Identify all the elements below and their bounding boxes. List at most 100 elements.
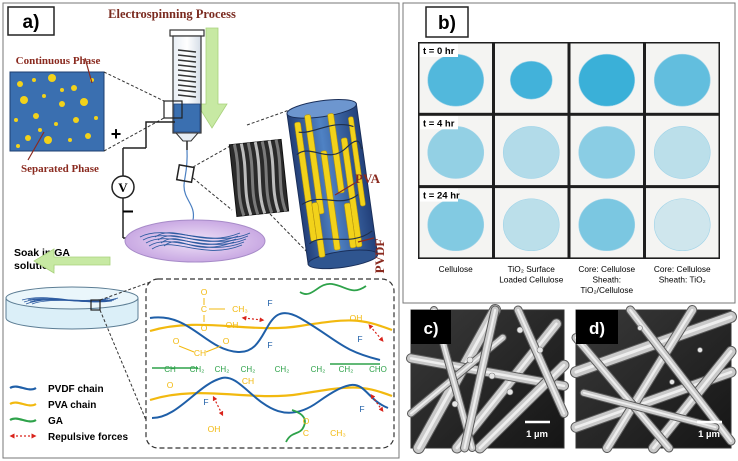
column-label: Cellulose <box>439 264 474 274</box>
zoom-line-upper <box>103 71 165 102</box>
pva-pointer <box>334 182 356 196</box>
continuous-phase-label: Continuous Phase <box>16 55 101 67</box>
cell-background <box>495 188 568 258</box>
stain-cell <box>646 188 719 258</box>
lower-acetate-ch3: CH₃ <box>330 428 346 438</box>
scale-label-c: 1 µm <box>526 429 548 440</box>
sem-fibers-d <box>570 305 737 454</box>
separated-pointer <box>27 131 45 161</box>
droplet <box>32 78 36 82</box>
dye-stain <box>578 53 636 107</box>
spring-coil <box>177 94 197 98</box>
legend-item: PVDF chain <box>9 384 104 395</box>
panel-b-tag-box <box>425 6 469 38</box>
pva-domain <box>344 202 357 249</box>
syringe-zoom-box <box>163 100 183 119</box>
droplet <box>60 88 64 92</box>
dye-stain <box>502 126 560 179</box>
panel-d-label: d) <box>589 319 605 338</box>
minus-sign: – <box>122 200 133 222</box>
ga-crosslink-atom-5: CH₂ <box>311 365 326 374</box>
pvdf-chains <box>296 124 373 245</box>
legend-label: PVDF chain <box>48 384 104 395</box>
acetal-o-right: O <box>223 336 230 346</box>
droplet <box>16 144 20 148</box>
dish-zoom-box <box>90 299 101 311</box>
droplet <box>59 101 65 107</box>
repulsive-force-arrow <box>241 315 265 323</box>
f-upper: F <box>267 298 272 308</box>
droplet <box>68 138 72 142</box>
f-upper-right: F <box>357 334 362 344</box>
sem-fiber-highlight <box>574 336 671 450</box>
sem-texture-line <box>260 140 274 214</box>
droplet <box>94 116 98 120</box>
ga-chain-top <box>299 283 367 295</box>
pvdf-chain <box>301 194 359 205</box>
droplet <box>14 118 18 122</box>
time-label-bg <box>420 116 458 130</box>
legend-item: Repulsive forces <box>9 432 128 443</box>
dye-stain <box>427 53 485 107</box>
pva-domain <box>340 137 363 248</box>
stain-cell <box>570 115 643 186</box>
panel-a-label: a) <box>23 12 40 33</box>
mesh-fiber <box>151 244 243 251</box>
droplet <box>71 85 77 91</box>
panel-a-tag-box <box>7 6 55 36</box>
tio2-particle <box>536 346 544 354</box>
droplet <box>85 133 91 139</box>
spring-coil <box>177 59 197 63</box>
acetate-ester-o: O <box>201 323 208 333</box>
pvdf-chain-lower <box>151 376 389 419</box>
droplet <box>38 128 42 132</box>
ga-crosslink-atom-6: CH₂ <box>339 365 354 374</box>
ga-crosslink-atom-7: CHO <box>369 365 387 374</box>
lower-acetate-c: C <box>303 428 309 438</box>
acetate-o: O <box>201 287 208 297</box>
droplet <box>44 136 52 144</box>
acetate-c: C <box>201 304 207 314</box>
legend-swatch <box>9 401 37 407</box>
spring-coil <box>177 89 197 93</box>
crosslink-o-lower: O <box>167 380 174 390</box>
dye-stain <box>653 53 711 107</box>
ga-crosslink-atom-1: CH₂ <box>190 365 205 374</box>
separated-phase-label: Separated Phase <box>21 163 99 175</box>
emulsion-box <box>9 71 105 152</box>
continuous-pointer <box>84 57 93 84</box>
f-mid: F <box>267 340 272 350</box>
acetal-ch: CH <box>194 348 206 358</box>
separated-phase-droplets <box>14 74 98 148</box>
spring-coil <box>177 84 197 88</box>
lower-acetate-o: O <box>303 416 310 426</box>
spring-coil <box>177 79 197 83</box>
mesh-fiber <box>163 241 235 248</box>
column-label: Core: Cellulose <box>654 264 711 274</box>
tio2-particle <box>466 356 474 364</box>
collector-plate <box>124 219 266 263</box>
plus-sign: + <box>111 124 122 144</box>
droplet <box>33 113 39 119</box>
f-lower-right: F <box>359 404 364 414</box>
column-label: Loaded Cellulose <box>499 275 564 285</box>
pvdf-chain <box>298 124 354 133</box>
repulsive-force-arrow <box>368 324 384 342</box>
spring-coil <box>177 69 197 73</box>
pva-backbone-upper <box>149 319 393 333</box>
fiber-zoom-line-1 <box>246 107 296 126</box>
pvdf-pointer <box>357 237 375 243</box>
sem-fiber-highlight <box>652 350 733 450</box>
spring-coil <box>177 64 197 68</box>
oh-lower: OH <box>208 424 221 434</box>
panel-c: c) 1 µm <box>406 304 570 454</box>
pvdf-label: PVDF <box>372 239 387 274</box>
repulsive-force-arrow <box>370 394 384 412</box>
droplet <box>20 96 28 104</box>
sem-texture-line <box>239 143 253 216</box>
row-time-label: t = 24 hr <box>420 188 460 202</box>
